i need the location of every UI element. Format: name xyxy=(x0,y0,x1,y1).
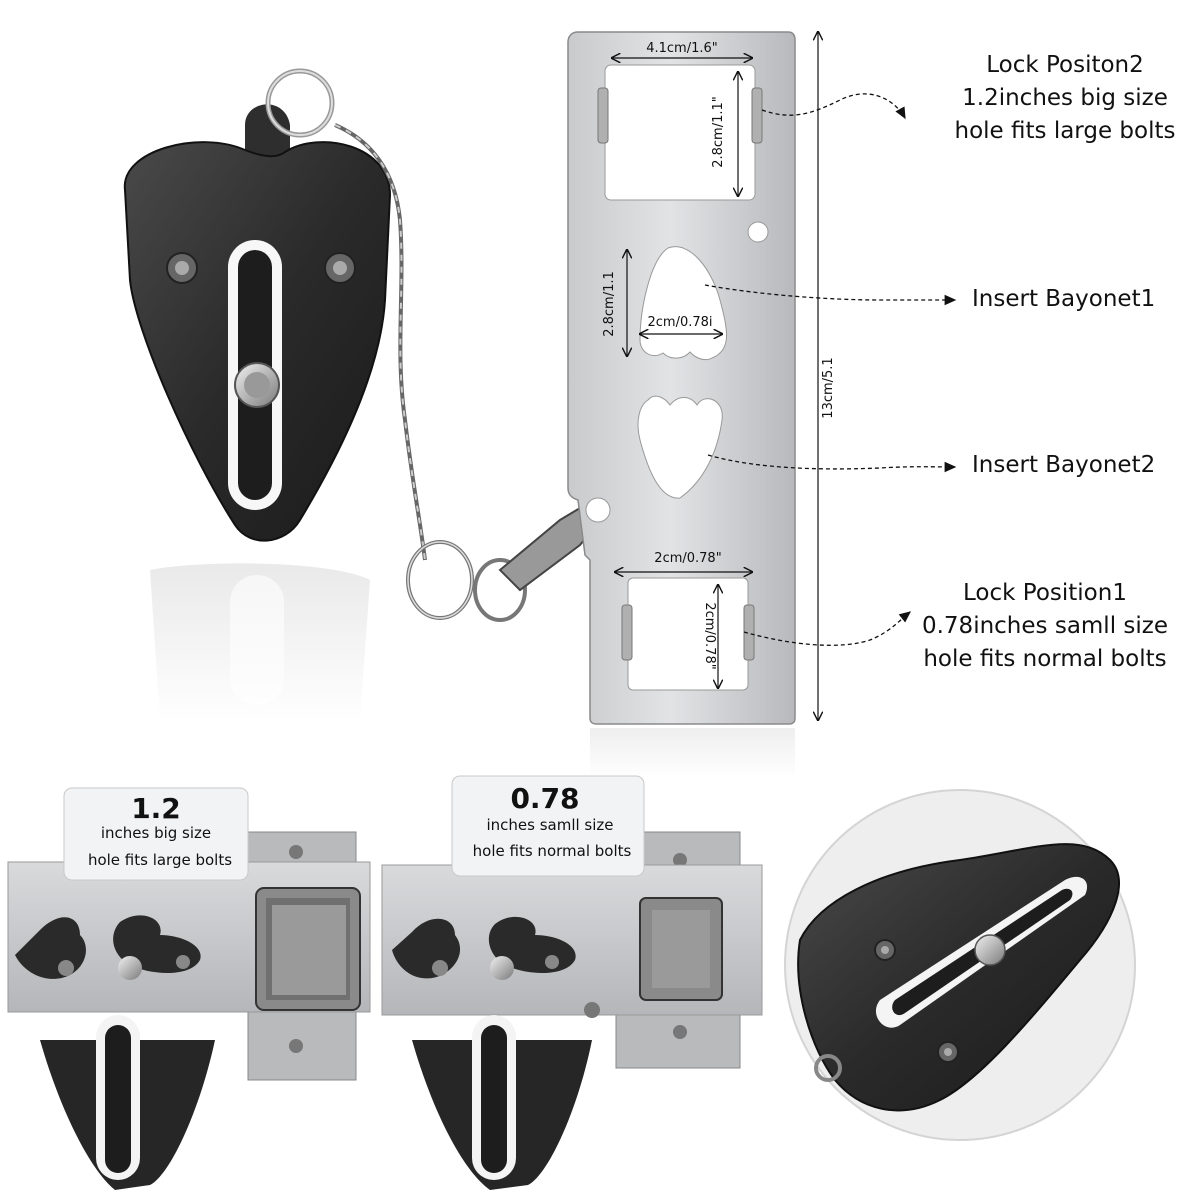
callout-lock-position2-line2: 1.2inches big size xyxy=(962,85,1168,111)
callout-lock-position2: Lock Positon2 1.2inches big size hole fi… xyxy=(955,52,1176,144)
callout-insert-bayonet1: Insert Bayonet1 xyxy=(972,286,1155,312)
tag-large-line2: hole fits large bolts xyxy=(88,851,232,869)
dim-bayonet-width: 2cm/0.78i xyxy=(647,315,712,330)
dim-plate-length: 13cm/5.1 xyxy=(821,357,836,418)
metal-plate-icon xyxy=(567,31,796,725)
tag-large-bolts: 1.2 inches big size hole fits large bolt… xyxy=(63,787,249,881)
tag-small-line2: hole fits normal bolts xyxy=(473,842,632,860)
chain-icon xyxy=(334,123,427,561)
tag-small-line1: inches samll size xyxy=(486,816,613,834)
dim-bottom-hole-height: 2cm/0.78" xyxy=(702,602,717,669)
dimension-lines xyxy=(612,32,818,720)
dim-top-hole-height: 2.8cm/1.1" xyxy=(711,96,726,168)
plate-reflection xyxy=(590,728,795,778)
tag-large-line1: inches big size xyxy=(101,824,211,842)
dim-bayonet-height: 2.8cm/1.1 xyxy=(602,271,617,337)
callout-insert-bayonet2: Insert Bayonet2 xyxy=(972,452,1155,478)
door-bolt-small-icon xyxy=(381,831,763,1190)
lock-reflection xyxy=(150,563,370,720)
lock-body-icon xyxy=(123,68,392,542)
callout-lock-position1: Lock Position1 0.78inches samll size hol… xyxy=(922,580,1168,672)
callout-lock-position1-line1: Lock Position1 xyxy=(963,580,1127,606)
tag-small-number: 0.78 xyxy=(510,782,579,815)
zoom-detail-icon xyxy=(784,789,1136,1141)
door-bolt-icon xyxy=(7,831,371,1190)
callout-lock-position2-line3: hole fits large bolts xyxy=(955,118,1176,144)
tag-small-bolts: 0.78 inches samll size hole fits normal … xyxy=(451,775,645,877)
dim-bottom-hole-width: 2cm/0.78" xyxy=(654,551,721,566)
dim-top-hole-width: 4.1cm/1.6" xyxy=(646,41,718,56)
tag-large-number: 1.2 xyxy=(131,792,181,825)
callout-lock-position1-line2: 0.78inches samll size xyxy=(922,613,1168,639)
callout-lock-position1-line3: hole fits normal bolts xyxy=(923,646,1166,672)
callout-lock-position2-line1: Lock Positon2 xyxy=(986,52,1144,78)
callout-lines xyxy=(704,93,957,646)
